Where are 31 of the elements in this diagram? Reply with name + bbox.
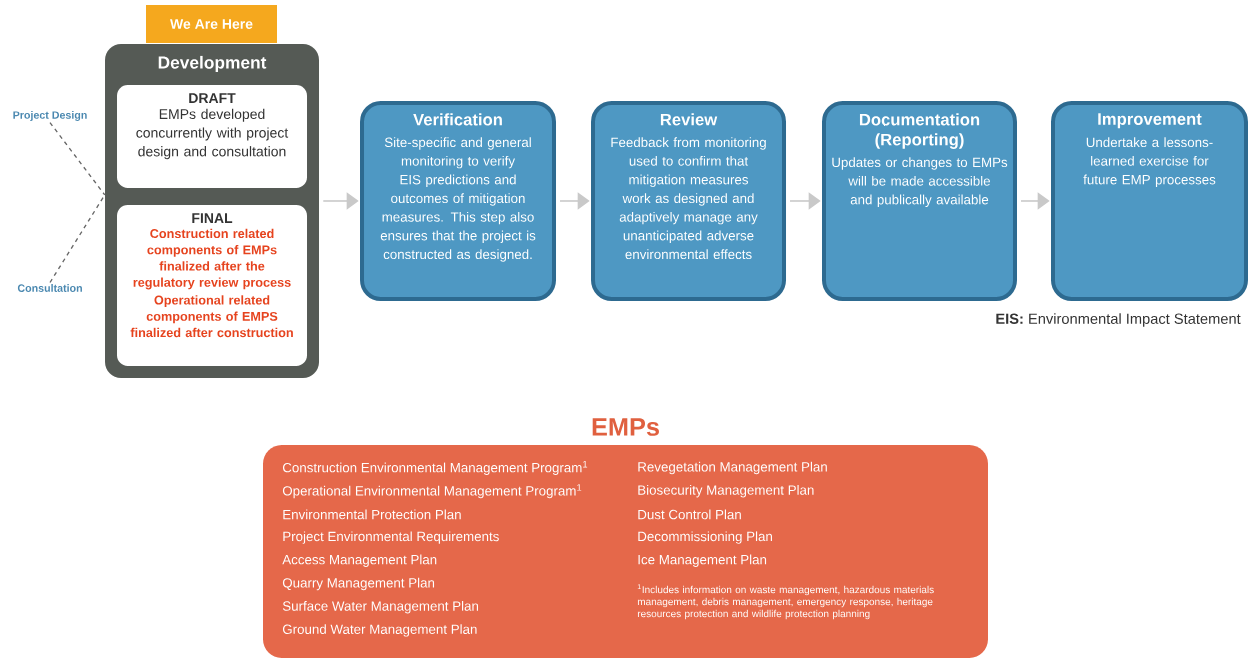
arrow — [559, 192, 590, 210]
list-item: Quarry Management Plan — [282, 577, 435, 591]
list-item: Access Management Plan — [282, 554, 437, 567]
list-item: Biosecurity Management Plan — [638, 485, 814, 498]
list-item: Decommissioning Plan — [638, 531, 772, 544]
list-item: Surface Water Management Plan — [282, 601, 478, 614]
list-item: Dust Control Plan — [638, 509, 741, 520]
list-item: Revegetation Management Plan — [638, 461, 827, 475]
arrow — [789, 192, 821, 210]
arrow — [322, 192, 359, 210]
leader-line — [49, 121, 106, 196]
section-heading: EMPs — [592, 418, 659, 436]
stage-box: Documentation (Reporting) Updates or changes to EMPs will be made accessible and publically available — [822, 101, 1017, 301]
list-item: Construction Environmental Management Program$^{1}$ — [282, 461, 588, 475]
side-label: Project Design — [13, 111, 87, 121]
list-item: Environmental Protection Plan — [283, 509, 461, 520]
text-box: DRAFT EMPs developed concurrently with project design and consultation — [117, 85, 307, 188]
stage-box: Review Feedback from monitoring used to confirm that mitigation measures work as designed and adaptively manage any unanticipated adverse environmental effects — [591, 101, 786, 301]
list-item: Operational Environmental Management Program$^{1}$ — [282, 484, 582, 499]
abbreviation-note: EIS: Environmental Impact Statement — [996, 313, 1241, 327]
list-item: Ice Management Plan — [638, 554, 767, 567]
stage-box: Improvement Undertake a lessons-learned exercise for future EMP processes — [1051, 101, 1248, 301]
side-label: Consultation — [17, 284, 82, 292]
arrow — [1020, 192, 1050, 210]
list-item: Project Environmental Requirements — [283, 531, 499, 544]
stage-box: Verification Site-specific and general monitoring to verify EIS predictions and outcomes of mitigation measures. This step also ensures that the project is constructed as designed. — [360, 101, 556, 301]
text-box: FINAL Construction related components of EMPs finalized after the regulatory review process Operational related components of EMPS finalized after construction — [117, 205, 307, 366]
leader-line — [49, 194, 106, 284]
list-item: Ground Water Management Plan — [282, 624, 477, 637]
tab: We Are Here — [146, 5, 277, 43]
footnote: $^{1}$Includes information on waste management, hazardous materials management, debris management, emergency response, heritage resources protection and wildlife protection planning — [637, 584, 934, 620]
